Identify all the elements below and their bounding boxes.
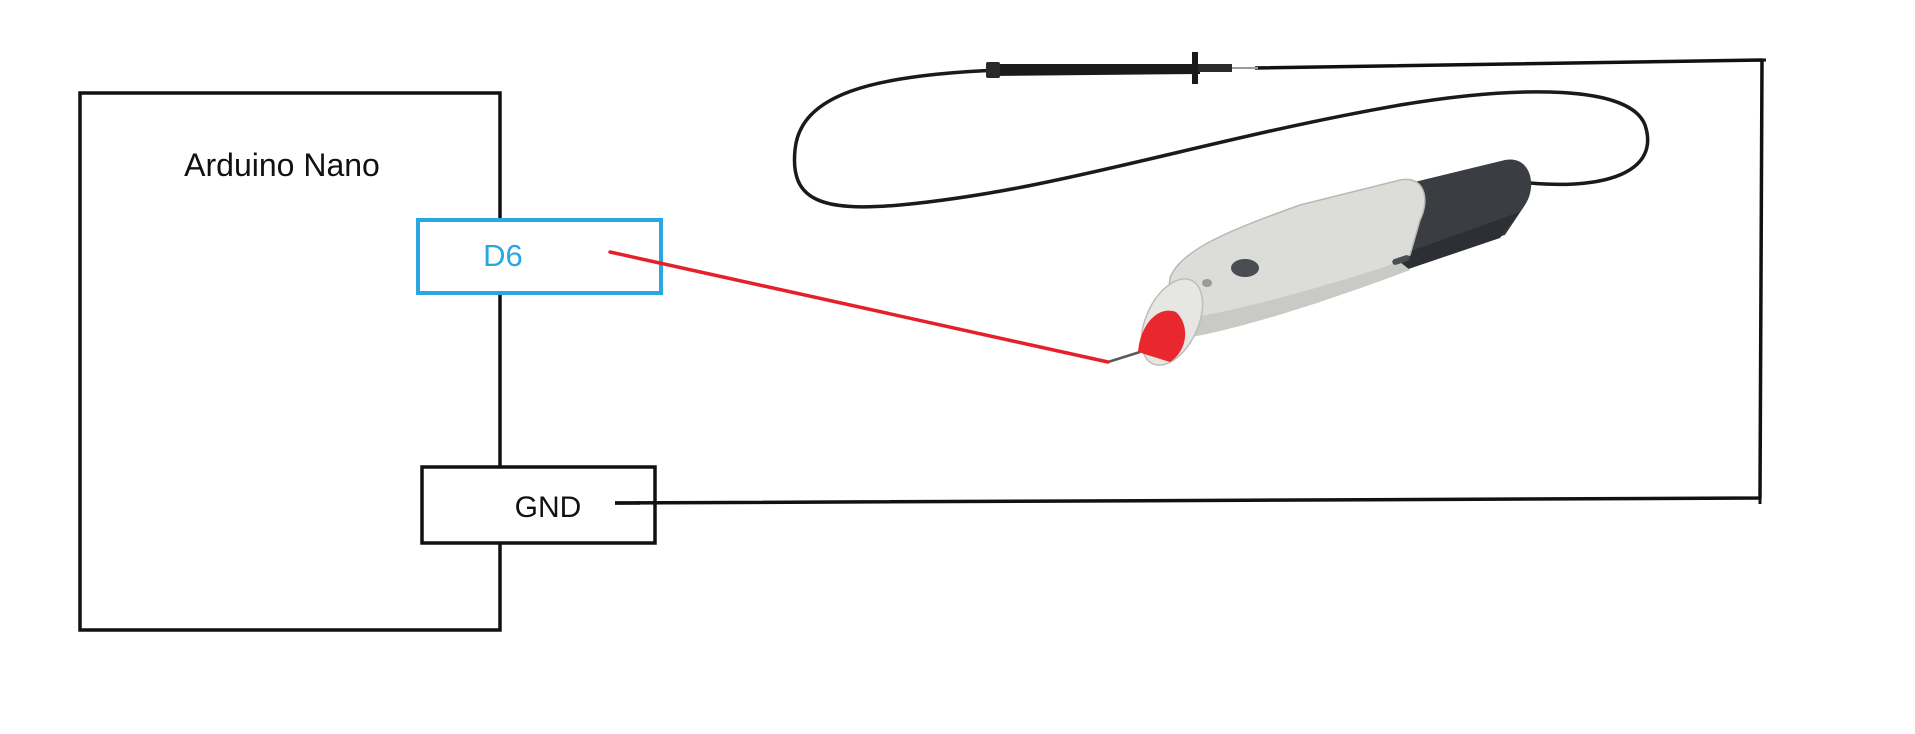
board-title: Arduino Nano: [184, 147, 380, 183]
signal-wire: [608, 250, 1110, 364]
ground-wire-corner-ticks: [1758, 58, 1766, 504]
probe-cable-icon: [792, 52, 1650, 209]
pin-gnd-label: GND: [515, 491, 582, 524]
arduino-board-outline: [78, 91, 502, 632]
pin-d6-box: [416, 218, 663, 295]
logic-probe-icon: [1107, 159, 1532, 366]
pin-d6-label: D6: [483, 238, 523, 273]
ground-wire: [614, 58, 1764, 505]
pin-gnd-box: [420, 465, 657, 545]
